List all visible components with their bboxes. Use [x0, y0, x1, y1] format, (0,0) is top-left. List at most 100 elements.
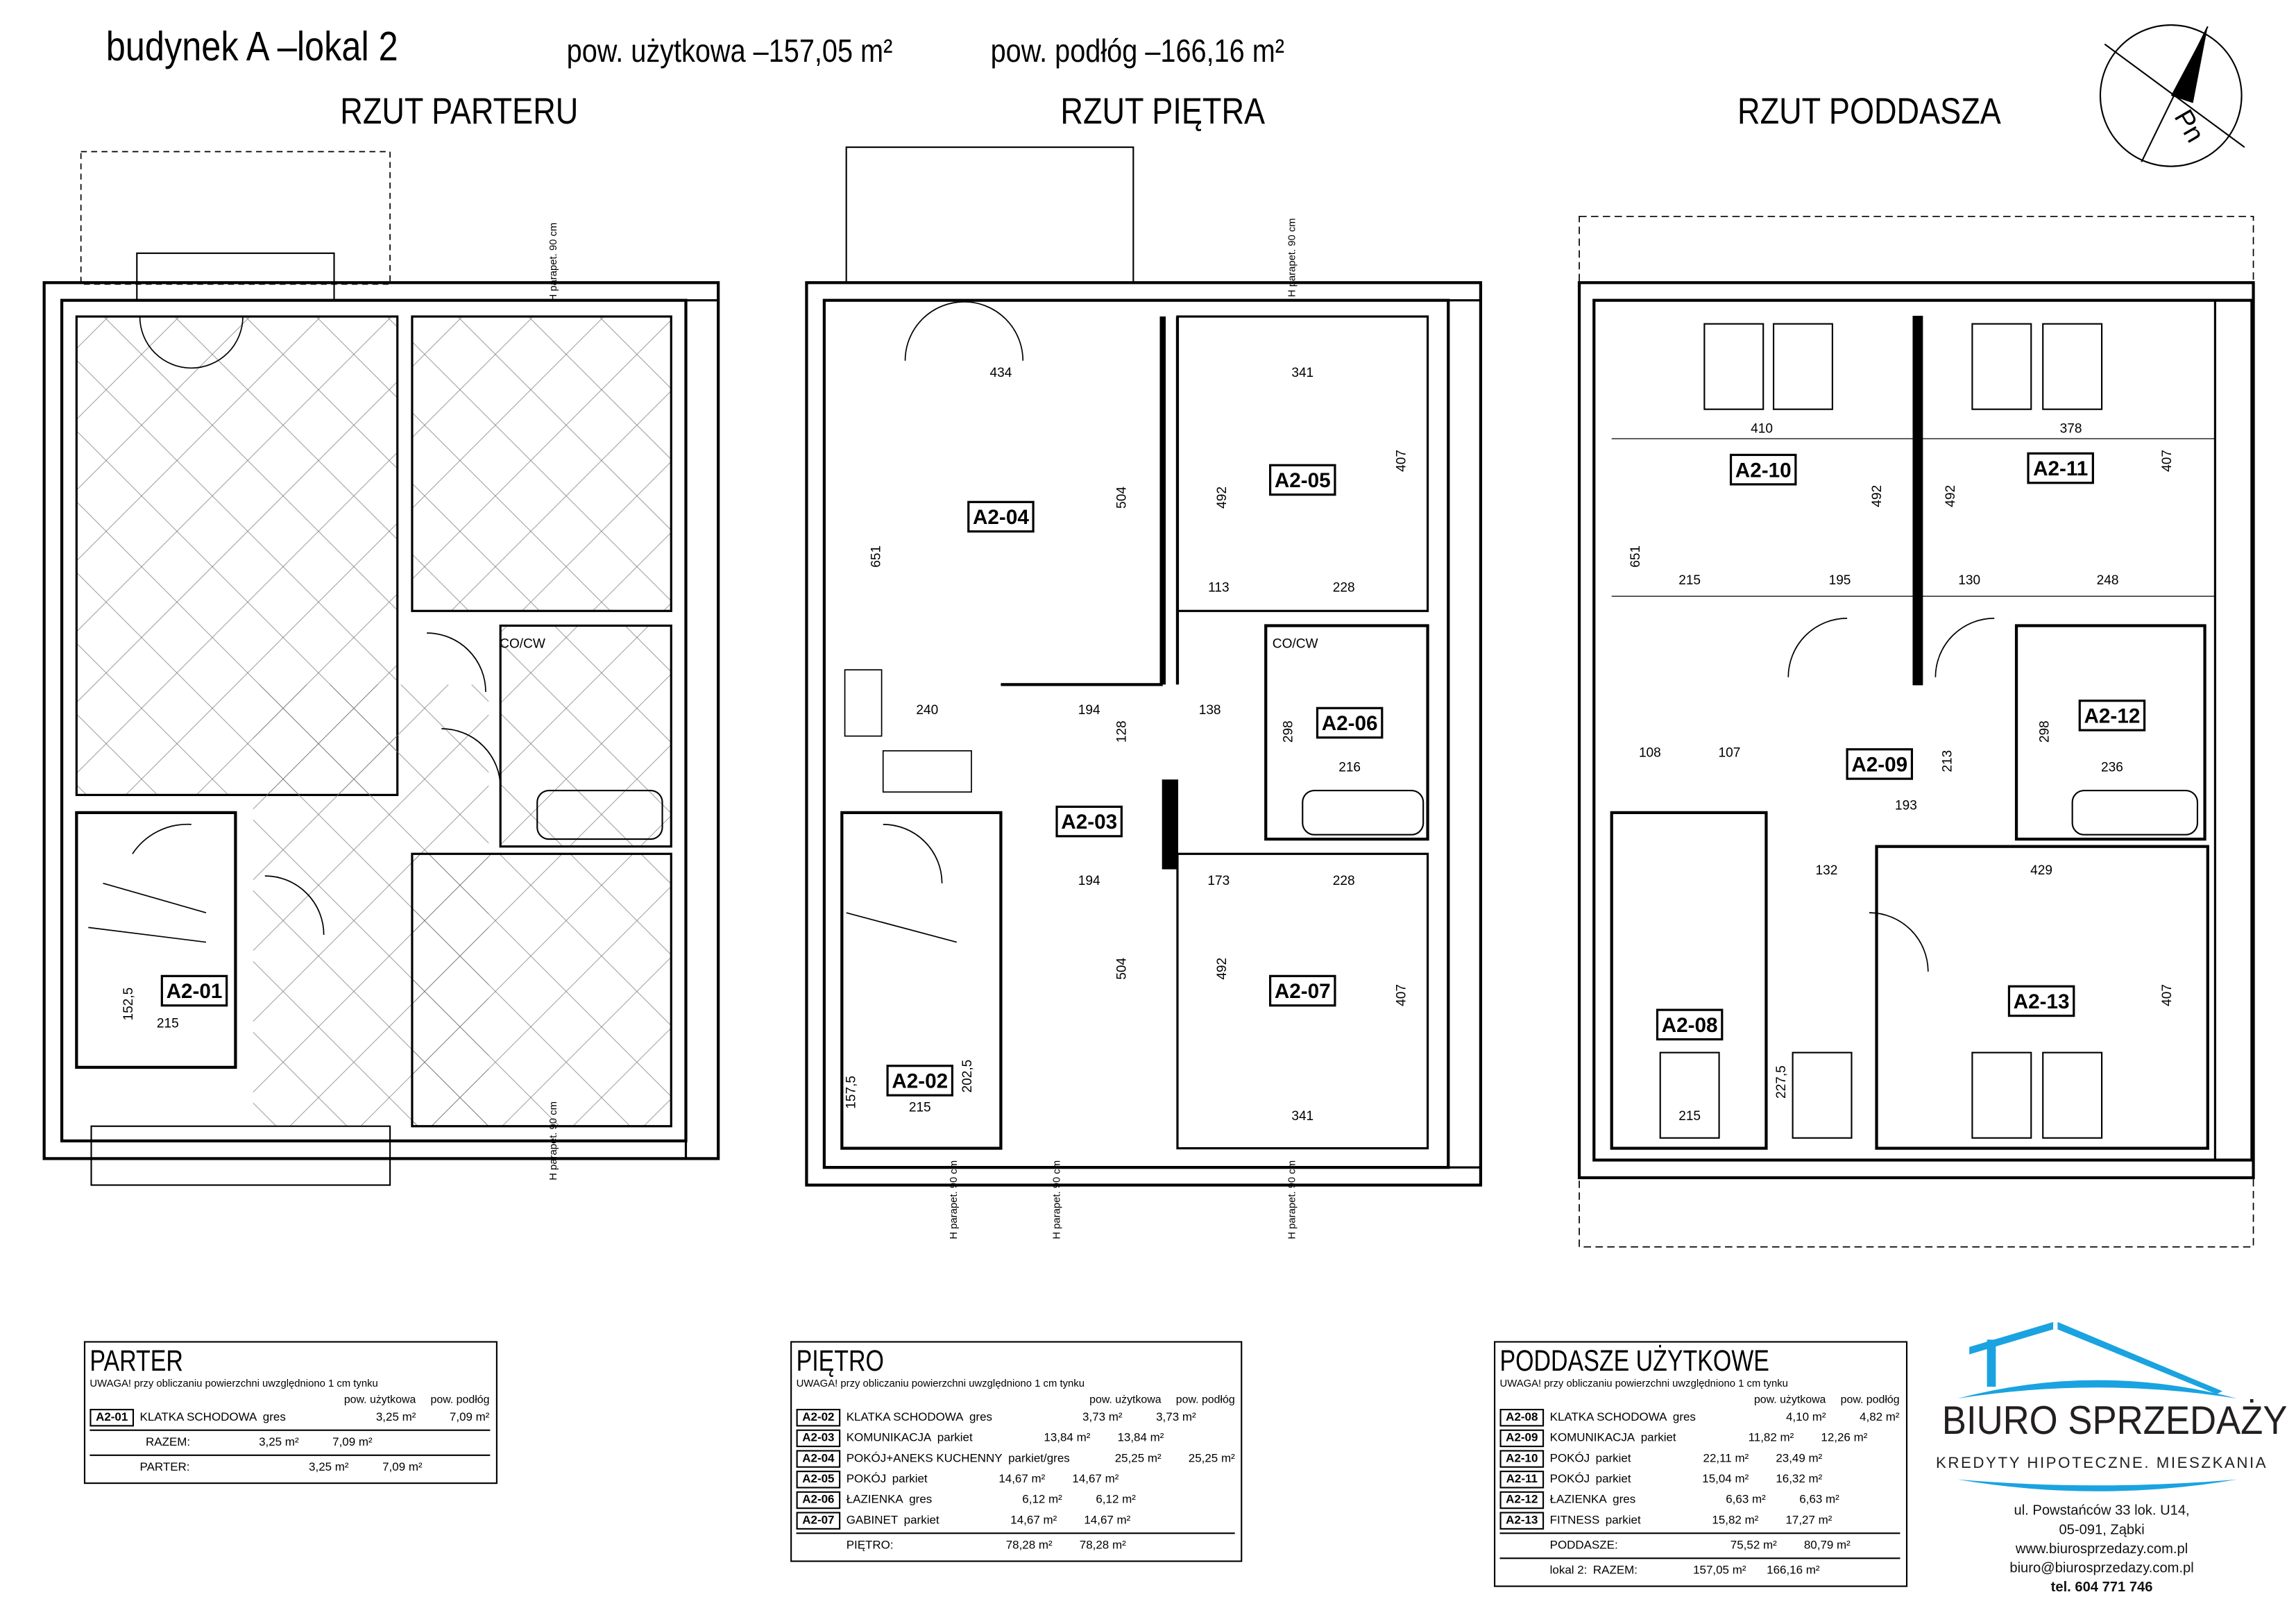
- dimension-label: 215: [157, 1017, 179, 1031]
- room-usable: 11,82 m²: [1748, 1430, 1794, 1444]
- room-material: parkiet: [1640, 1430, 1676, 1444]
- area-table-poddasze: PODDASZE UŻYTKOWE UWAGA! przy obliczaniu…: [1494, 1341, 1907, 1587]
- dimension-label: 429: [2030, 863, 2052, 878]
- room-code: A2-03: [796, 1429, 841, 1448]
- dimension-label: 651: [869, 545, 883, 568]
- room-name: KOMUNIKACJA: [846, 1430, 932, 1444]
- website-link[interactable]: www.biurosprzedazy.com.pl: [2015, 1541, 2188, 1558]
- area-table-parter: PARTER UWAGA! przy obliczaniu powierzchn…: [83, 1341, 498, 1485]
- dimension-label: 492: [1215, 958, 1230, 980]
- room-label-box: [1269, 974, 1336, 1007]
- dimension-label: 216: [1338, 761, 1361, 775]
- dimension-label: 195: [1829, 573, 1851, 588]
- room-floor: 13,84 m²: [1117, 1430, 1164, 1444]
- col-usable: pow. użytkowa: [1753, 1392, 1826, 1406]
- room-usable: 25,25 m²: [1114, 1451, 1162, 1465]
- room-label: A2-12: [2084, 705, 2140, 728]
- dimension-label: 215: [909, 1101, 931, 1115]
- table-title: PARTER: [90, 1345, 183, 1378]
- address-city: 05-091, Ząbki: [2059, 1522, 2145, 1539]
- room-label-box: [1656, 1008, 1724, 1041]
- total-label: PARTER:: [139, 1460, 190, 1474]
- room-label: A2-06: [1322, 712, 1378, 735]
- table-note: UWAGA! przy obliczaniu powierzchni uwzgl…: [1499, 1379, 1788, 1390]
- room-material: parkiet: [1605, 1513, 1641, 1527]
- col-floor: pow. podłóg: [1840, 1392, 1900, 1406]
- grand-usable: 157,05 m²: [1693, 1563, 1746, 1577]
- room-name: POKÓJ+ANEKS KUCHENNY: [846, 1451, 1003, 1465]
- dimension-label: 248: [2097, 573, 2119, 588]
- dimension-label: 213: [1941, 750, 1955, 772]
- north-arrow-icon: Pn: [2099, 24, 2245, 167]
- room-label-box: [886, 1065, 954, 1097]
- room-floor: 7,09 m²: [449, 1410, 490, 1424]
- col-usable: pow. użytkowa: [1089, 1392, 1162, 1406]
- room-label: A2-05: [1275, 469, 1331, 492]
- total-label: PODDASZE:: [1549, 1538, 1618, 1552]
- dimension-label: 138: [1199, 703, 1221, 718]
- room-floor: 14,67 m²: [1084, 1513, 1131, 1527]
- room-label-box: [1729, 453, 1797, 486]
- dimension-label: 407: [1395, 450, 1409, 472]
- room-label-box: [1269, 464, 1336, 496]
- dimension-label: 651: [1629, 545, 1643, 568]
- room-code: A2-11: [1499, 1471, 1545, 1489]
- room-usable: 14,67 m²: [998, 1472, 1046, 1486]
- total-usable: 3,25 m²: [309, 1460, 349, 1474]
- north-label: Pn: [2168, 105, 2211, 148]
- room-label-box: [1316, 707, 1384, 739]
- room-material: parkiet: [1595, 1451, 1631, 1465]
- room-usable: 4,10 m²: [1785, 1410, 1826, 1424]
- room-material: gres: [1672, 1410, 1696, 1424]
- dimension-label: 227,5: [1774, 1065, 1789, 1099]
- room-name: KLATKA SCHODOWA: [1549, 1410, 1667, 1424]
- grand-floor: 166,16 m²: [1767, 1563, 1820, 1577]
- room-material: parkiet: [903, 1513, 939, 1527]
- house-roof-icon: [1957, 1321, 2238, 1399]
- room-material: gres: [969, 1410, 992, 1424]
- plan-title-parter: RZUT PARTERU: [340, 91, 578, 132]
- room-usable: 14,67 m²: [1010, 1513, 1057, 1527]
- room-material: gres: [262, 1410, 286, 1424]
- room-name: ŁAZIENKA: [846, 1492, 903, 1506]
- grand-label: lokal 2:: [1549, 1563, 1588, 1577]
- dimension-label: 407: [2160, 450, 2175, 472]
- company-logo: BIURO SPRZEDAŻY KREDYTY HIPOTECZNE. MIES…: [1928, 1317, 2288, 1605]
- room-code: A2-13: [1499, 1512, 1545, 1530]
- dimension-label: 128: [1115, 720, 1130, 743]
- total-floor: 7,09 m²: [382, 1460, 423, 1474]
- dimension-label: 492: [1215, 487, 1230, 509]
- building-title: budynek A –lokal 2: [105, 23, 398, 69]
- room-label: A2-10: [1735, 459, 1792, 482]
- room-label: A2-09: [1851, 754, 1907, 777]
- room-label-box: [2078, 700, 2146, 731]
- plan-title-poddasze: RZUT PODDASZA: [1737, 91, 2001, 132]
- dimension-label: 434: [989, 366, 1012, 380]
- dimension-label: 152,5: [121, 988, 136, 1021]
- room-label: A2-01: [167, 980, 223, 1003]
- room-material: parkiet: [892, 1472, 928, 1486]
- room-floor: 17,27 m²: [1785, 1513, 1832, 1527]
- room-usable: 13,84 m²: [1044, 1430, 1091, 1444]
- total-floor: 80,79 m²: [1803, 1538, 1851, 1552]
- room-code: A2-02: [796, 1408, 841, 1427]
- brand-name: BIURO SPRZEDAŻY: [1941, 1398, 2288, 1443]
- razem-usable: 3,25 m²: [259, 1435, 299, 1449]
- dimension-label: 113: [1208, 581, 1229, 595]
- room-name: POKÓJ: [846, 1472, 887, 1486]
- room-label: A2-02: [892, 1070, 948, 1093]
- room-label: A2-07: [1275, 980, 1331, 1003]
- room-material: parkiet/gres: [1008, 1451, 1070, 1465]
- email-link[interactable]: biuro@biurosprzedazy.com.pl: [2009, 1560, 2194, 1577]
- plan-poddasze: [1577, 215, 2255, 1248]
